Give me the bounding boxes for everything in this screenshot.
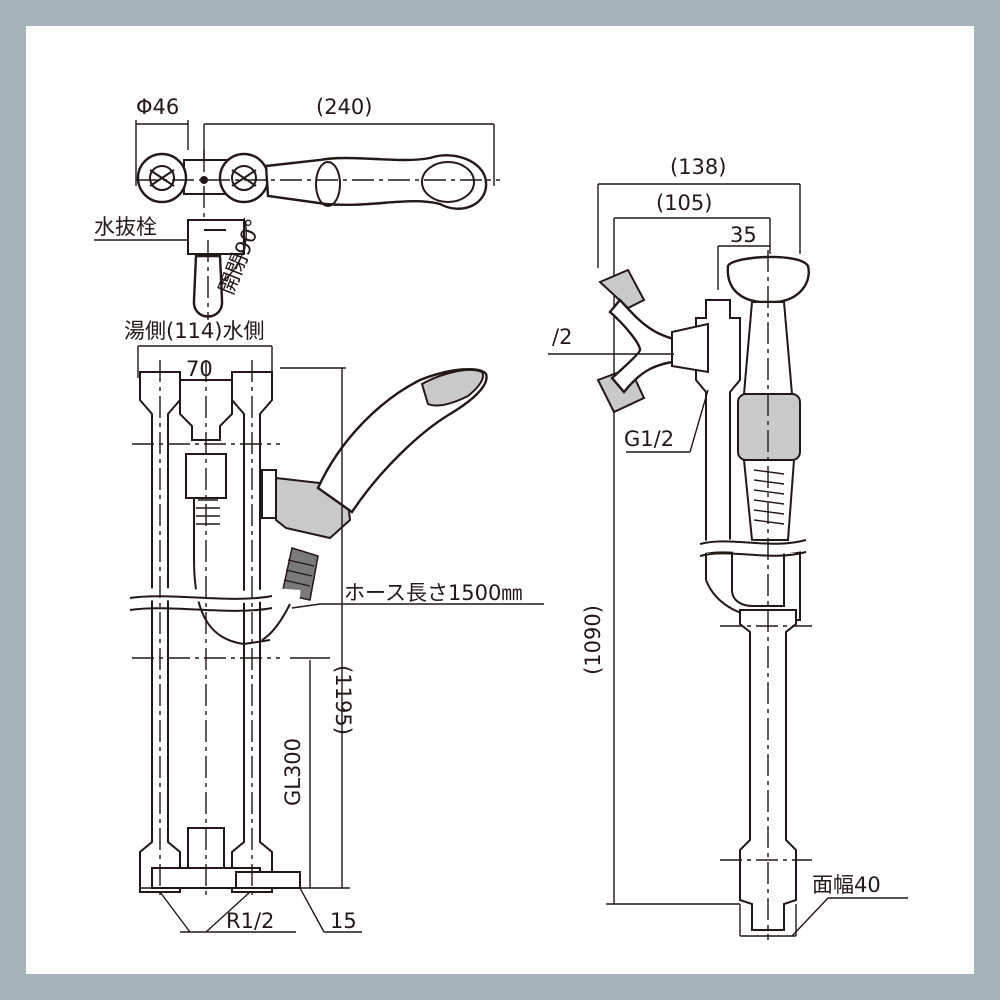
width-across-label: 面幅40 [812,873,881,897]
side-view [548,183,908,940]
dim-1195-label: (1195) [331,665,355,735]
dim-1090-label: (1090) [581,605,605,675]
top-view [94,120,500,320]
dim-35-label: 35 [730,223,757,247]
valve-handle-side-icon [598,268,646,310]
dim-diameter-label: Φ46 [136,95,179,119]
hot-cold-label: 湯側(114)水側 [124,319,264,343]
g-thread-label: G1/2 [624,427,674,451]
dim-138-label: (138) [670,155,726,179]
dim-240-label: (240) [316,95,372,119]
hose-length-label: ホース長さ1500㎜ [344,581,522,605]
lever-handle-icon [264,154,488,210]
thread-label: R1/2 [226,909,274,933]
dim-70-label: 70 [186,357,213,381]
right-valve-icon [218,152,270,204]
drain-plug-label: 水抜栓 [94,215,157,239]
half-label: /2 [552,325,572,349]
dim-105-label: (105) [656,191,712,215]
gl300-label: GL300 [281,738,305,806]
front-view [129,345,544,933]
left-valve-icon [136,152,188,204]
dim-15-label: 15 [330,909,357,933]
